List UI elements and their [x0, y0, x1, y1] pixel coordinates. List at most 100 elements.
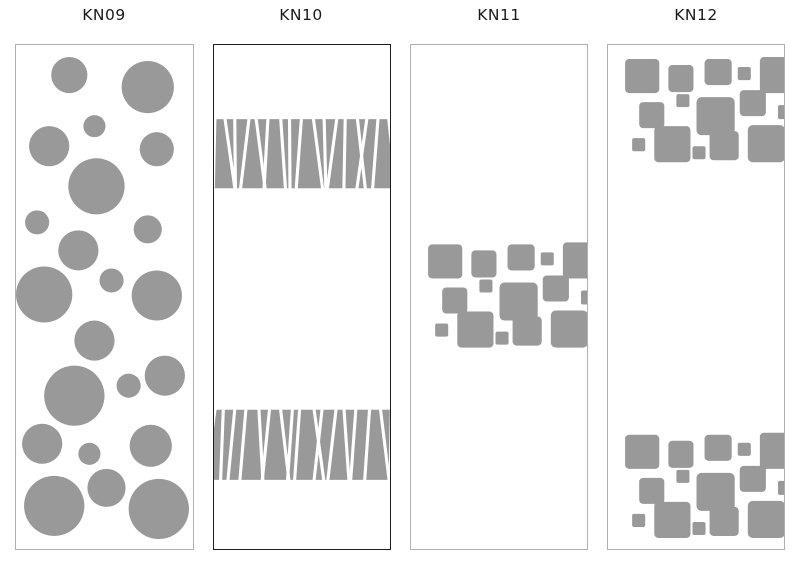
square-shape	[540, 252, 554, 266]
band-slash	[363, 408, 372, 481]
circle-shape	[29, 126, 70, 167]
circle-shape	[144, 355, 185, 396]
square-texture-kn11	[428, 242, 587, 348]
square-shape	[759, 432, 784, 469]
square-shape	[668, 440, 694, 468]
band-slash	[349, 408, 358, 481]
panel-kn09-content	[16, 45, 193, 549]
square-texture-kn12	[625, 57, 784, 538]
band-texture-kn10	[214, 117, 390, 482]
square-shape	[499, 282, 538, 321]
square-shape	[457, 311, 494, 348]
band-slash	[262, 118, 270, 190]
band-slash	[371, 118, 380, 190]
square-shape	[562, 242, 587, 279]
band-slash	[387, 118, 390, 146]
panel-label-kn10-text: KN10	[279, 6, 323, 24]
square-shape	[692, 146, 706, 160]
circle-shape	[44, 365, 105, 426]
panel-label-kn09-text: KN09	[82, 6, 126, 24]
square-shape	[512, 316, 542, 346]
band-slash	[285, 408, 295, 481]
circle-shape	[121, 61, 174, 114]
square-shape	[709, 131, 739, 161]
square-shape	[709, 506, 739, 536]
square-shape	[542, 275, 569, 302]
circle-shape	[116, 373, 141, 398]
band-slash	[322, 118, 328, 190]
square-shape	[676, 94, 690, 108]
circle-shape	[74, 320, 115, 361]
panel-kn10	[213, 44, 391, 550]
square-shape	[550, 310, 587, 348]
band-slash	[325, 117, 339, 190]
band-slash	[312, 408, 324, 482]
square-shape	[632, 513, 646, 527]
panel-kn12	[607, 44, 785, 550]
circle-shape	[131, 270, 182, 321]
square-shape	[696, 472, 735, 511]
square-shape	[759, 57, 784, 94]
circle-shape	[25, 210, 50, 235]
square-shape	[704, 59, 732, 86]
band-slash	[223, 117, 237, 190]
band-slash	[233, 118, 237, 190]
band-slash	[218, 408, 225, 481]
square-shape	[495, 331, 509, 345]
square-shape	[737, 442, 751, 456]
square-shape	[435, 323, 449, 337]
circle-shape	[24, 475, 85, 536]
square-shape	[507, 244, 535, 271]
square-shape	[747, 500, 784, 538]
band-slash	[260, 408, 272, 482]
square-shape	[442, 287, 468, 314]
band-slash	[238, 117, 251, 190]
square-shape	[777, 105, 784, 120]
band-slash	[294, 118, 303, 190]
panel-kn11	[410, 44, 588, 550]
square-shape	[632, 138, 646, 152]
panel-label-kn12-text: KN12	[674, 6, 718, 24]
square-shape	[639, 477, 665, 504]
circle-shape	[87, 468, 126, 507]
circle-shape	[129, 424, 172, 467]
circle-shape	[16, 266, 73, 323]
panel-kn12-content	[608, 45, 784, 549]
circle-shape	[139, 132, 174, 167]
band-slash	[226, 408, 237, 482]
band-slash	[292, 408, 302, 481]
panel-kn11-content	[411, 45, 587, 549]
square-shape	[704, 434, 732, 461]
circle-shape	[78, 442, 101, 465]
square-shape	[668, 65, 694, 93]
band-slash	[238, 408, 248, 481]
band-slash	[355, 117, 369, 190]
square-shape	[625, 59, 660, 94]
square-shape	[654, 126, 691, 163]
circle-shape	[58, 230, 99, 271]
square-shape	[692, 521, 706, 535]
circle-shape	[99, 268, 124, 293]
band-slash	[378, 408, 390, 482]
band-slash	[326, 408, 338, 482]
square-shape	[639, 102, 665, 129]
band-slash	[342, 408, 351, 481]
panel-kn10-content	[214, 45, 390, 549]
square-shape	[739, 90, 766, 117]
square-shape	[471, 250, 497, 278]
band-slash	[279, 118, 288, 190]
circle-shape	[83, 115, 106, 138]
band-slash	[311, 117, 325, 190]
circle-shape	[22, 423, 63, 464]
circle-texture-kn09	[16, 57, 189, 539]
square-shape	[676, 469, 690, 483]
square-shape	[625, 434, 660, 469]
square-shape	[479, 279, 493, 293]
circle-shape	[68, 158, 125, 215]
square-shape	[580, 290, 587, 305]
band-slash	[342, 118, 347, 190]
circle-shape	[133, 215, 162, 244]
square-shape	[747, 125, 784, 163]
panel-label-kn11-text: KN11	[477, 6, 521, 24]
